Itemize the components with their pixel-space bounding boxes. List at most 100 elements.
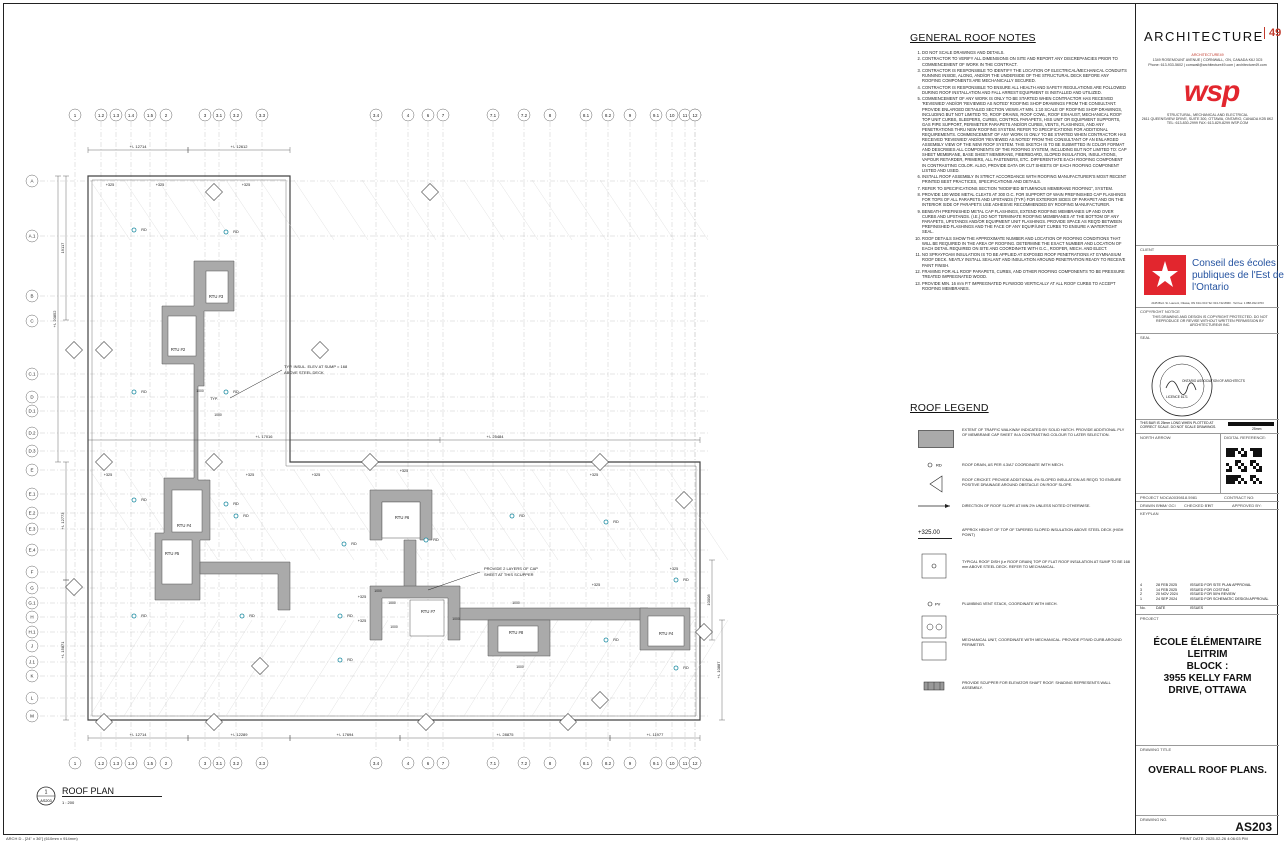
slope-line	[667, 179, 709, 241]
ref-number: 1	[45, 790, 48, 796]
grid-row-label: D.1	[28, 409, 36, 414]
grid-bubble	[25, 289, 39, 303]
grid-bubble	[436, 756, 450, 770]
scale-bar-size: 25mm	[1252, 427, 1262, 431]
sheet-size-note: ARCH D - [24" x 36"] (610mm x 914mm)	[6, 836, 78, 841]
grid-column-label: 1.5	[147, 113, 154, 118]
slope-line	[191, 619, 253, 717]
roof-drain-label: RD	[613, 520, 619, 524]
grid-bubble	[25, 229, 39, 243]
grid-bubble	[369, 756, 383, 770]
drain-size-label: 1000	[452, 617, 460, 621]
grid-bubble	[369, 108, 383, 122]
grid-column-label: 10	[669, 761, 675, 766]
rtu-curb	[409, 599, 445, 637]
legend-item-roof-dish: TYPICAL ROOF DISH (i.e ROOF DRAIN) TOP O…	[912, 548, 1130, 590]
grid-row-label: G	[30, 586, 34, 591]
roof-drain-label: RD	[433, 538, 439, 542]
mech-unit-icon	[921, 615, 947, 661]
vent-stack-icon: PV	[927, 602, 941, 607]
roof-drain-icon	[673, 665, 679, 671]
project-label: PROJECT	[1140, 616, 1159, 621]
rtu-label: RTU #2	[171, 347, 186, 352]
typ-label: TYP.	[210, 397, 218, 401]
note-item: PROVIDE MIN. 16 mm P.T IMPREGNATED PLYWO…	[922, 281, 1128, 291]
scupper-icon	[923, 681, 945, 691]
roof-drain-icon	[603, 519, 609, 525]
note-item: BENEATH PREFINISHED METAL CAP FLASHINGS,…	[922, 209, 1128, 234]
roof-drain-icon	[341, 541, 347, 547]
legend-item-walkway: EXTENT OF TRAFFIC WALKWAY INDICATED BY S…	[912, 426, 1128, 452]
grid-bubble	[579, 756, 593, 770]
dimension-text: 19117	[60, 242, 65, 254]
grid-column-label: 3	[204, 761, 207, 766]
grid-row-label: E.4	[29, 548, 36, 553]
grid-column-label: 1.2	[98, 113, 105, 118]
grid-column-label: 8.1	[583, 761, 590, 766]
grid-bubble	[25, 565, 39, 579]
north-arrow-label: NORTH ARROW:	[1140, 435, 1172, 440]
traffic-walkway	[459, 607, 649, 621]
grid-bubble	[543, 108, 557, 122]
roof-plan-drawing: 111.21.21.31.31.41.41.51.522333.13.13.23…	[25, 108, 729, 770]
drain-size-label: 1000	[388, 601, 396, 605]
grid-row-label: E.2	[29, 511, 36, 516]
slope-line	[633, 179, 675, 241]
grid-bubble	[421, 108, 435, 122]
checked-by: NT	[1208, 503, 1214, 508]
roof-drain-icon	[337, 657, 343, 663]
grid-bubble	[665, 108, 679, 122]
grid-column-label: 11	[683, 761, 688, 766]
keyplan-label: KEYPLAN	[1140, 511, 1159, 516]
dimension-text: +/- 25484	[486, 434, 504, 439]
grid-column-label: 8	[549, 761, 552, 766]
grid-bubble	[109, 108, 123, 122]
wsp-logo: wsp	[1184, 75, 1240, 108]
elevation-mark: +325	[104, 473, 113, 477]
elevation-mark: +325	[242, 183, 251, 187]
grid-bubble	[601, 756, 615, 770]
grid-column-label: 7.2	[521, 761, 528, 766]
dimension-text: 10008	[706, 594, 711, 606]
grid-bubble	[25, 444, 39, 458]
copyright-label: COPYRIGHT NOTICE	[1140, 309, 1180, 314]
callout-leader	[229, 369, 283, 399]
grid-bubble	[401, 756, 415, 770]
slope-line	[531, 469, 593, 561]
grid-column-label: 8.2	[605, 113, 612, 118]
slope-line	[259, 469, 321, 561]
plan-title: ROOF PLAN	[62, 786, 162, 797]
note-item: PROVIDE 100 WIDE METAL CLEATS AT 300 O.C…	[922, 192, 1128, 207]
grid-bubble	[25, 506, 39, 520]
slope-line	[565, 179, 607, 241]
grid-bubble	[486, 756, 500, 770]
legend-item-vent: PV PLUMBING VENT STACK, COORDINATE WITH …	[912, 598, 1128, 610]
grid-bubble	[229, 756, 243, 770]
note-item: COMMENCEMENT OF ANY WORK IS ONLY TO BE S…	[922, 96, 1128, 172]
grid-bubble	[212, 108, 226, 122]
grid-bubble	[623, 108, 637, 122]
grid-bubble	[649, 108, 663, 122]
scale-bar-note: THIS BAR IS 25mm LONG WHEN PLOTTED AT CO…	[1140, 421, 1217, 429]
slope-line	[123, 179, 165, 241]
drain-size-label: 1000	[374, 589, 382, 593]
slope-line	[599, 179, 641, 241]
note-item: ROOF DETAILS SHOW THE APPROXIMATE NUMBER…	[922, 236, 1128, 251]
legend-item-scupper: PROVIDE SCUPPER FOR ELEVATOR SHAFT ROOF.…	[912, 678, 1128, 694]
notes-title: GENERAL ROOF NOTES	[910, 32, 1036, 44]
grid-row-label: B	[30, 294, 33, 299]
callout-text-2b: SHEET AT THIS SCUPPER	[484, 572, 534, 577]
legend-item-elevation: +325.00 APPROX HEIGHT OF TOP OF TAPERED …	[912, 526, 1128, 542]
grid-column-label: 1.3	[113, 761, 120, 766]
roof-dish-icon	[921, 553, 947, 579]
roof-drain-icon	[509, 513, 515, 519]
drain-size-label: 1000	[512, 601, 520, 605]
slope-line	[565, 619, 627, 717]
slope-line	[463, 179, 505, 241]
grid-row-label: J	[31, 644, 33, 649]
dimension-text: +/- 15871	[60, 641, 65, 659]
elevation-mark: +325	[670, 567, 679, 571]
legend-item-cricket: ROOF CRICKET. PROVIDE ADDITIONAL 4% SLOP…	[912, 474, 1128, 494]
